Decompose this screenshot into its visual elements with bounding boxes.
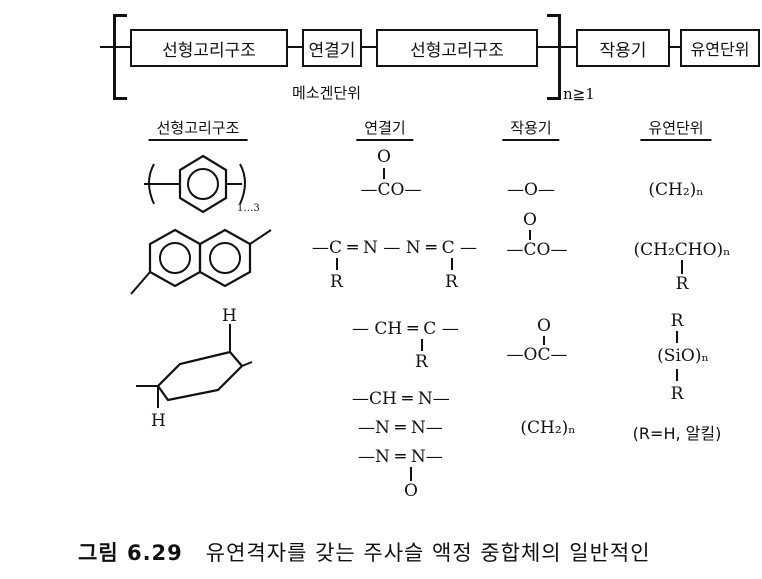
siloxane-bond-bottom	[676, 369, 678, 381]
azoxy-bond	[410, 467, 412, 481]
box-ring-1: 선형고리구조	[130, 29, 288, 67]
cyclohexane-h-top: H	[222, 306, 237, 326]
vinyl-bond	[421, 339, 423, 351]
box-functional: 작용기	[576, 29, 670, 67]
bond-2	[362, 46, 376, 48]
header-functional: 작용기	[502, 119, 561, 141]
left-bracket	[113, 14, 116, 100]
left-bracket-bottom	[113, 97, 127, 100]
ester-o: O	[377, 147, 391, 167]
mesogen-label: 메소겐단위	[292, 84, 362, 102]
box-flexible: 유연단위	[680, 29, 760, 67]
right-bracket-top	[547, 14, 561, 17]
caption-text: 유연격자를 갖는 주사슬 액정 중합체의 일반적인	[205, 541, 651, 565]
bond-1	[288, 46, 302, 48]
ester2-o: O	[537, 316, 551, 336]
azine-bond-1	[336, 258, 338, 270]
header-linker: 연결기	[356, 119, 415, 141]
bond-4	[670, 46, 680, 48]
header-flexible: 유연단위	[640, 119, 712, 141]
azine-r2: R	[445, 272, 458, 292]
azoxy: —N ═ N—	[358, 447, 443, 467]
alkyl-note: (R=H, 알킬)	[632, 424, 722, 443]
siloxane-r-top: R	[670, 311, 684, 331]
siloxane-r-bottom: R	[670, 384, 684, 404]
bond-left-end	[100, 46, 130, 48]
box-linker: 연결기	[302, 29, 362, 67]
carbonyl-double-bond	[529, 230, 531, 240]
azo: —N ═ N—	[358, 418, 443, 438]
ether-chain: (CH₂CHO)ₙ	[633, 240, 731, 260]
ether: —O—	[507, 180, 555, 200]
carbonyl-co: —CO—	[506, 240, 568, 260]
azine-top: —C ═ N — N ═ C —	[312, 238, 478, 258]
cyclohexane-ring	[136, 324, 253, 408]
right-bracket-bottom	[547, 97, 561, 100]
siloxane: (SiO)ₙ	[657, 346, 709, 366]
ester-double-bond	[383, 168, 385, 179]
header-ring: 선형고리구조	[148, 119, 248, 141]
bond-3	[538, 46, 576, 48]
left-bracket-top	[113, 14, 127, 17]
naphthalene-ring	[130, 228, 272, 295]
benzene-subscript: 1…3	[237, 203, 260, 214]
alkyl-chain: (CH₂)ₙ	[648, 180, 704, 200]
right-bracket	[558, 14, 561, 100]
repeat-condition: n≧1	[563, 85, 595, 103]
box-ring-2: 선형고리구조	[376, 29, 538, 67]
ether-chain-r: R	[675, 274, 689, 294]
carbonyl-o: O	[523, 210, 537, 230]
azine-r1: R	[330, 272, 343, 292]
imine: —CH ═ N—	[352, 389, 450, 409]
ester2-double-bond	[543, 336, 545, 345]
ester2-oc: —OC—	[506, 345, 568, 365]
ether-chain-bond	[681, 260, 683, 274]
cyclohexane-h-bottom: H	[151, 411, 166, 431]
benzene-ring	[144, 154, 246, 214]
siloxane-bond-top	[676, 331, 678, 343]
vinyl-r: R	[415, 352, 428, 372]
ester-co: —CO—	[360, 180, 422, 200]
figure-caption: 그림 6.29 유연격자를 갖는 주사슬 액정 중합체의 일반적인	[78, 537, 651, 567]
caption-label: 그림 6.29	[78, 541, 183, 565]
vinyl-top: — CH ═ C —	[352, 319, 459, 339]
azoxy-o: O	[404, 481, 418, 501]
methylene-chain: (CH₂)ₙ	[520, 418, 576, 438]
azine-bond-2	[451, 258, 453, 270]
